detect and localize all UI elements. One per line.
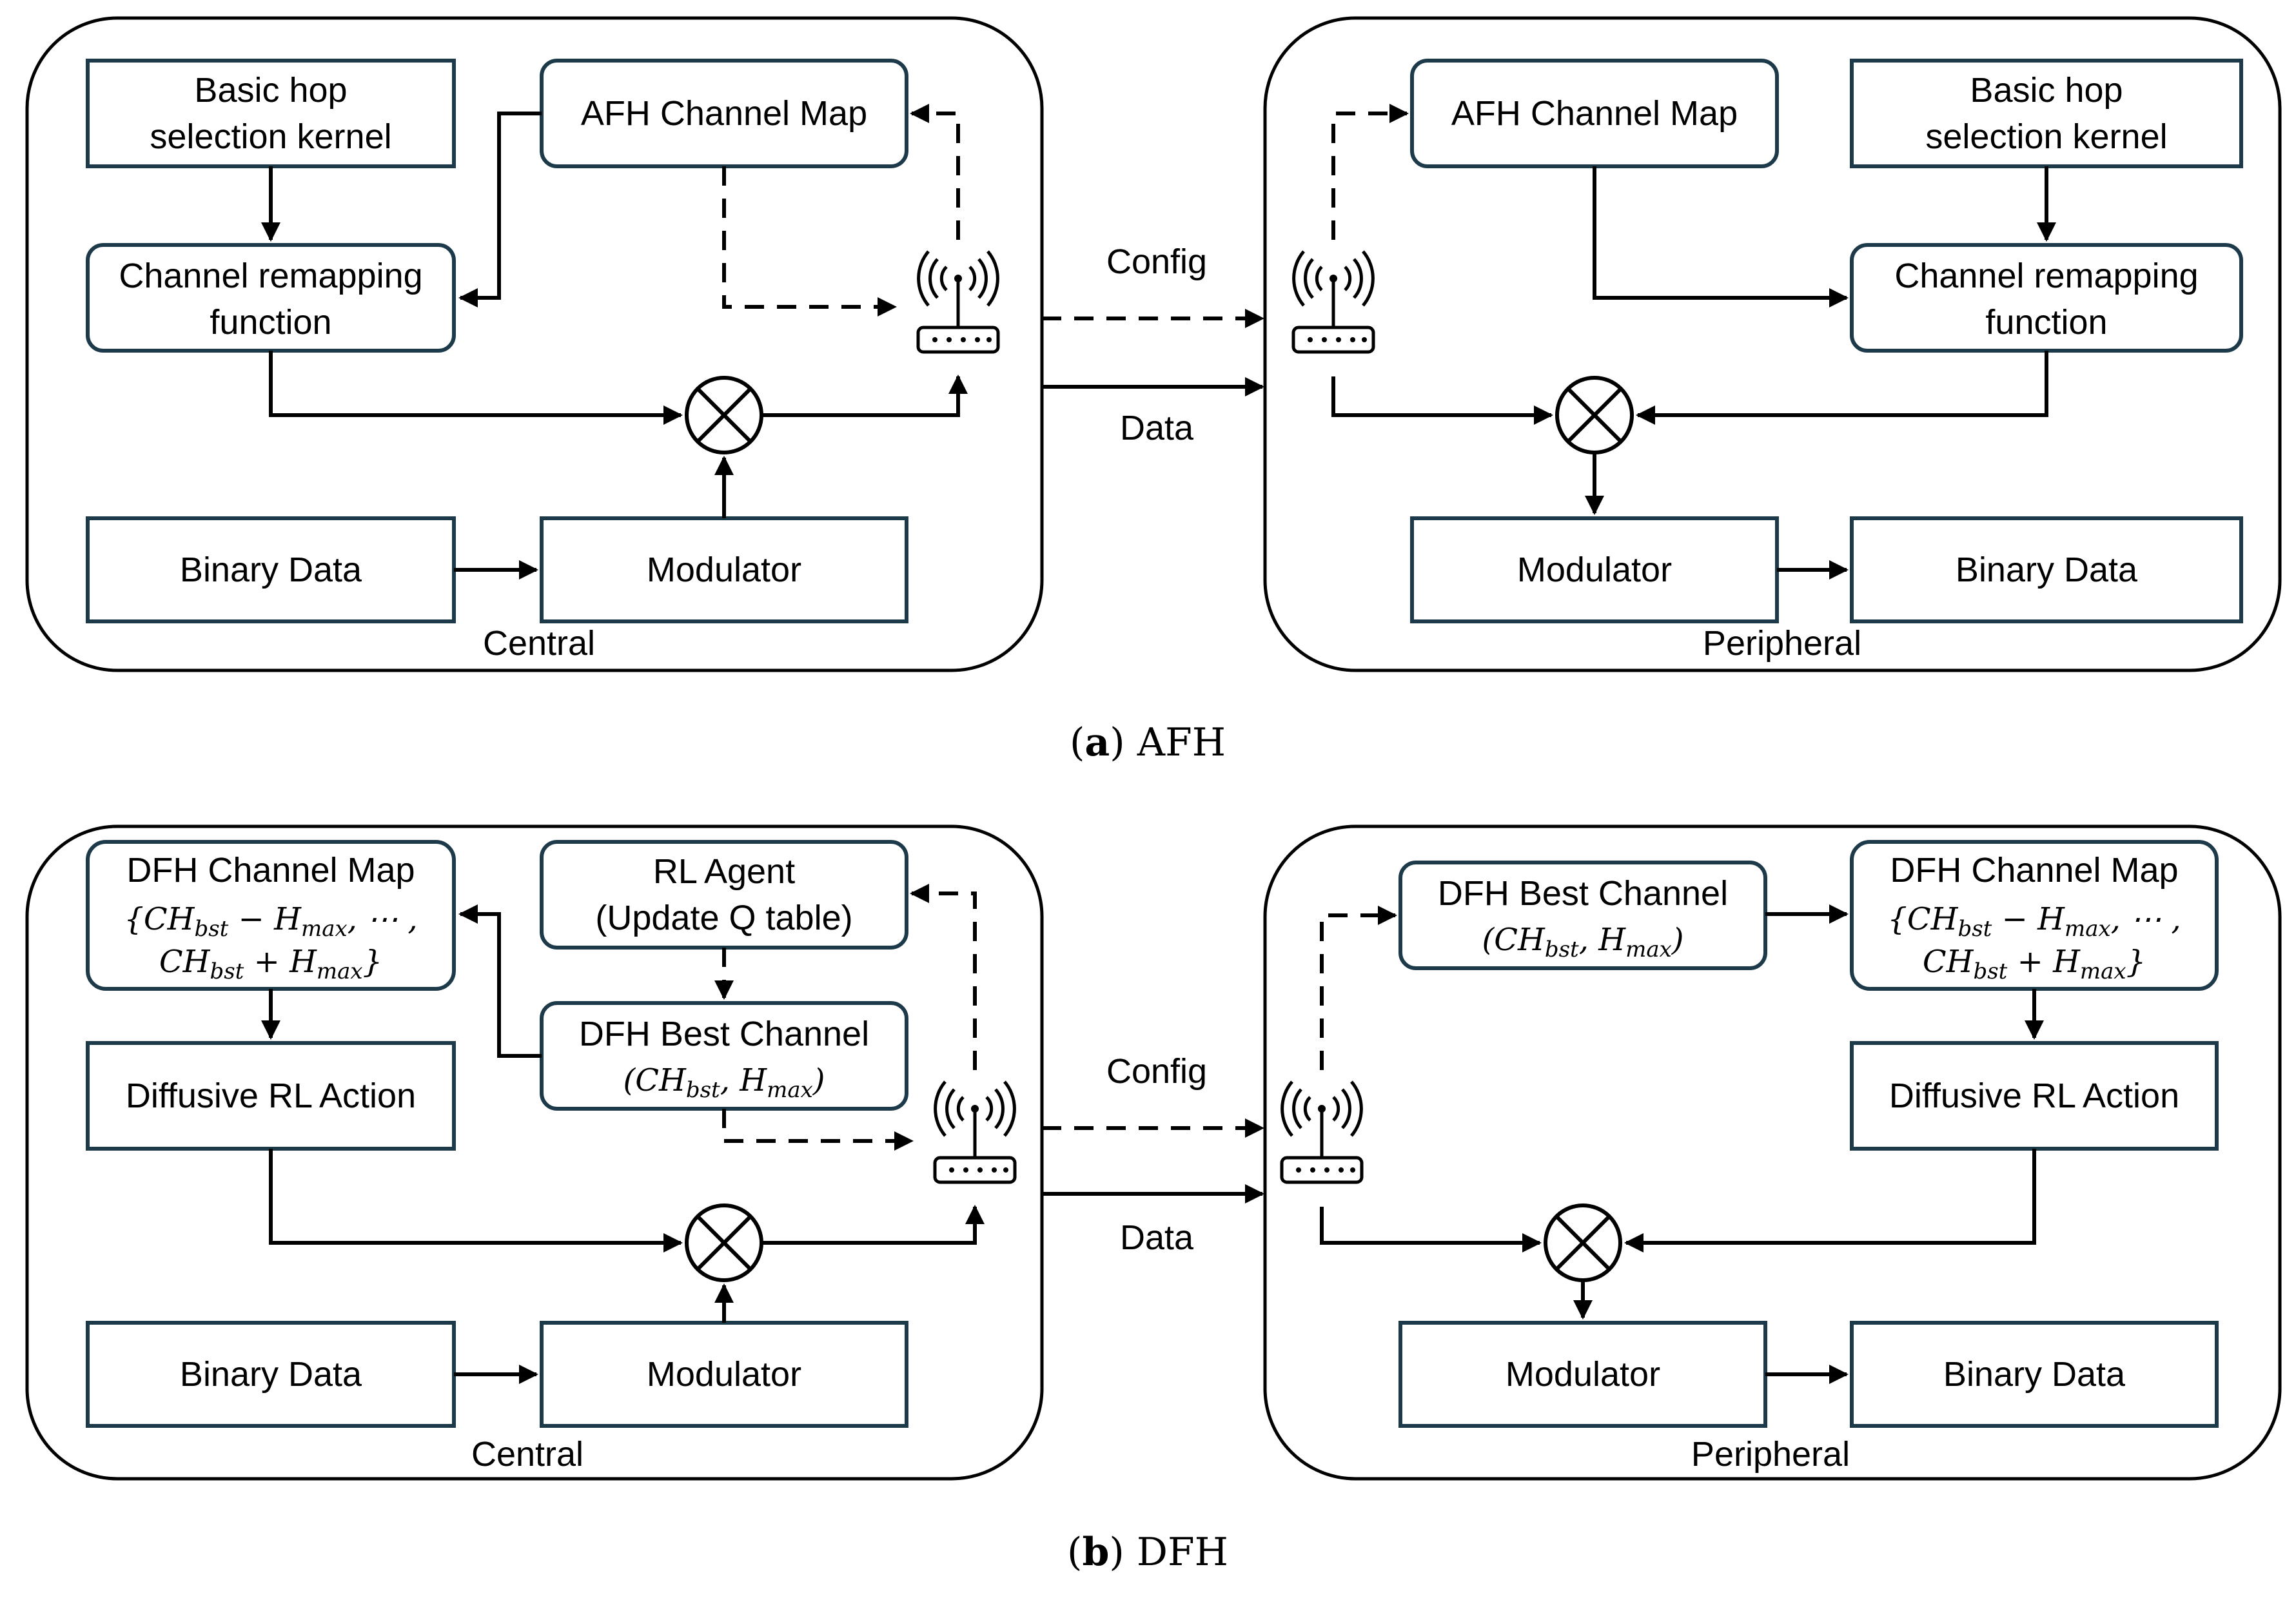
panel-b-peripheral-modulator-label: Modulator (1506, 1355, 1660, 1394)
panel-b-central-rl-agent-line1: RL Agent (653, 852, 795, 891)
panel-b-peripheral-binary-box (1850, 1321, 2219, 1428)
panel-b-config-label: Config (1106, 1052, 1207, 1091)
panel-b-central-channel-map-title: DFH Channel Map (126, 851, 415, 890)
panel-b-central-binary-label: Binary Data (180, 1355, 362, 1394)
panel-b-central-diffusive-label: Diffusive RL Action (126, 1077, 416, 1115)
panel-a-peripheral-channel-map-label: AFH Channel Map (1451, 94, 1738, 133)
panel-a-caption: (a) AFH (1070, 720, 1226, 765)
panel-a-peripheral-modulator-label: Modulator (1517, 551, 1672, 589)
panel-b-peripheral-channel-map-title: DFH Channel Map (1890, 851, 2178, 890)
panel-a-peripheral-remap-line1: Channel remapping (1894, 257, 2198, 295)
panel-a-peripheral-mixer-icon (1555, 376, 1634, 454)
panel-b-central-label: Central (471, 1435, 584, 1474)
panel-a-peripheral-kernel-box (1850, 59, 2243, 168)
panel-b-central-best-channel-title: DFH Best Channel (579, 1015, 869, 1053)
panel-b-peripheral-label: Peripheral (1691, 1435, 1850, 1474)
panel-b-central-mixer-icon (685, 1203, 763, 1282)
panel-a-peripheral-kernel-line2: selection kernel (1925, 117, 2167, 156)
panel-a-central-kernel-line2: selection kernel (150, 117, 391, 156)
panel-b-caption: (b) DFH (1067, 1530, 1228, 1575)
panel-a-peripheral-binary-label: Binary Data (1956, 551, 2138, 589)
panel-b-central-binary-box (86, 1321, 456, 1428)
panel-a-central-label: Central (483, 624, 595, 663)
panel-b-peripheral-diffusive-label: Diffusive RL Action (1889, 1077, 2179, 1115)
panel-b-caption-text: DFH (1137, 1530, 1228, 1575)
panel-b-data-label: Data (1120, 1218, 1194, 1257)
panel-a-config-label: Config (1106, 242, 1207, 281)
panel-b: Central DFH Channel Map {CHbst − Hmax, ⋯… (25, 824, 2282, 1575)
panel-b-peripheral-diffusive-box (1850, 1041, 2219, 1151)
panel-b-central-diffusive-box (86, 1041, 456, 1151)
panel-a-peripheral-remap-line2: function (1985, 303, 2107, 342)
panel-a-central-kernel-box (86, 59, 456, 168)
panel-a-caption-letter: a (1084, 720, 1110, 765)
panel-b-central-channel-map-set-line1: {CHbst − Hmax, ⋯ , (124, 901, 417, 942)
panel-a-data-label: Data (1120, 409, 1194, 447)
panel-b-peripheral-best-channel-title: DFH Best Channel (1438, 874, 1728, 913)
panel-b-peripheral-mixer-icon (1544, 1203, 1622, 1282)
panel-a-peripheral-binary-box (1850, 516, 2243, 623)
panel-a-central-container (25, 16, 1044, 672)
panel-b-central-channel-map-set-line2: CHbst + Hmax} (159, 944, 382, 984)
panel-a-central-kernel-line1: Basic hop (194, 71, 347, 110)
panel-a-central-modulator-label: Modulator (647, 551, 801, 589)
panel-a-central-binary-box (86, 516, 456, 623)
panel-b-peripheral-channel-map-set-line2: CHbst + Hmax} (1923, 944, 2146, 984)
panel-a-peripheral-modulator-box (1410, 516, 1779, 623)
panel-a-central-channel-map-label: AFH Channel Map (581, 94, 867, 133)
panel-b-peripheral-channel-map-set-line1: {CHbst − Hmax, ⋯ , (1887, 901, 2181, 942)
panel-a-peripheral-label: Peripheral (1703, 624, 1861, 663)
panel-a-central-mixer-icon (685, 376, 763, 454)
panel-b-caption-letter: b (1082, 1530, 1109, 1575)
panel-a-peripheral-kernel-line1: Basic hop (1970, 71, 2123, 110)
panel-b-central-best-channel-tuple: (CHbst, Hmax) (623, 1062, 825, 1103)
panel-a-central-remap-line2: function (210, 303, 331, 342)
panel-b-central-rl-agent-line2: (Update Q table) (595, 899, 852, 937)
panel-b-central-modulator-label: Modulator (647, 1355, 801, 1394)
panel-a-peripheral-container (1263, 16, 2282, 672)
panel-a-central-remap-line1: Channel remapping (119, 257, 422, 295)
panel-a-central-binary-label: Binary Data (180, 551, 362, 589)
panel-a: Central Basic hop selection kernel AFH C… (25, 16, 2282, 765)
panel-b-peripheral-binary-label: Binary Data (1943, 1355, 2126, 1394)
panel-a-caption-text: AFH (1137, 720, 1226, 765)
panel-b-peripheral-best-channel-tuple: (CHbst, Hmax) (1482, 922, 1683, 962)
